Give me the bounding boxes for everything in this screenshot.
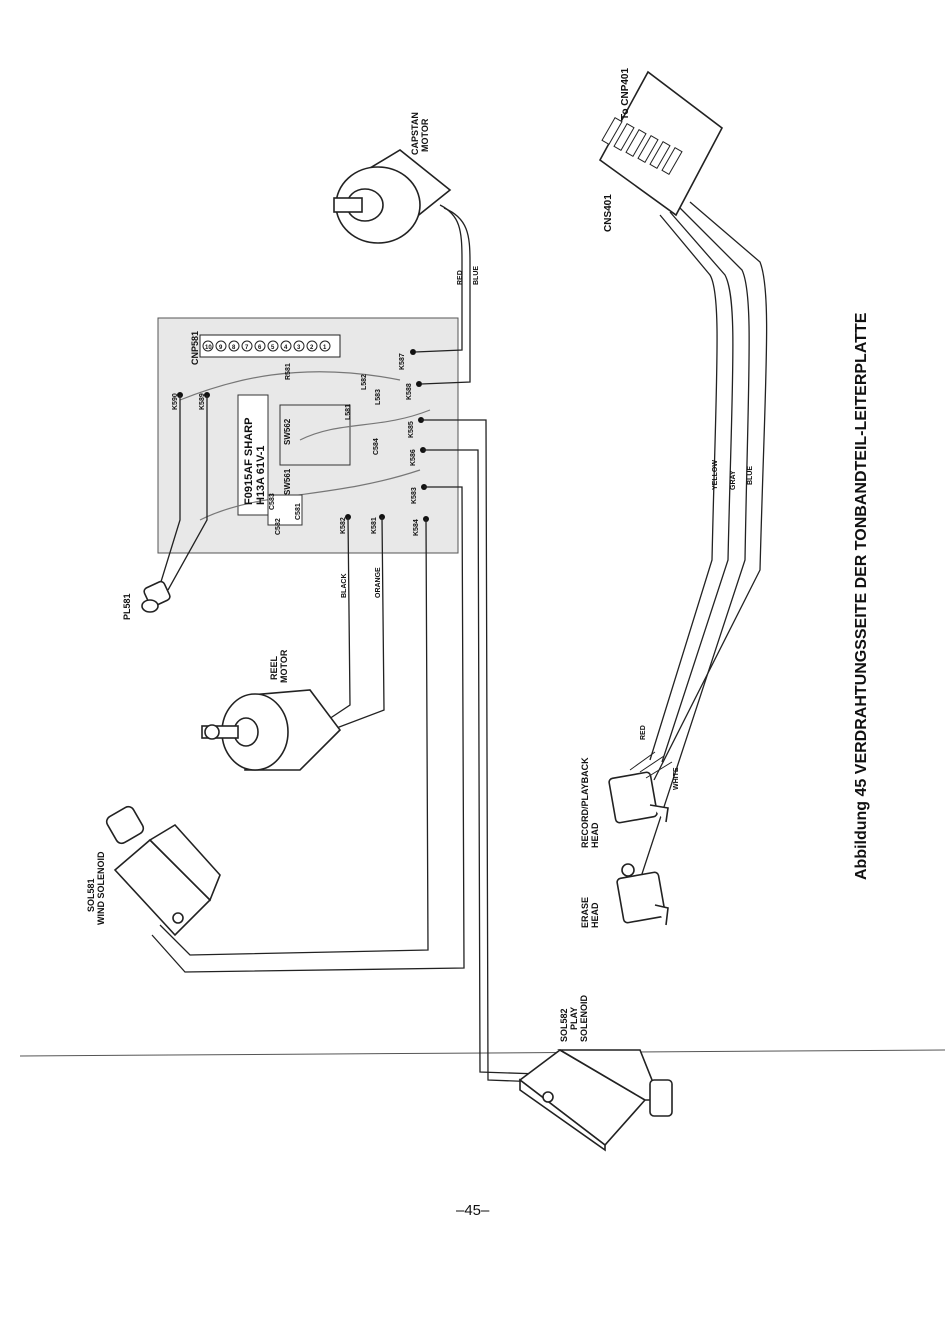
label-sol582: SOL582 [559,1008,569,1042]
pin-1: 1 [323,345,327,351]
ref-r581: R581 [285,363,292,380]
pin-8: 8 [232,345,236,351]
wire-label-blue: BLUE [473,266,480,285]
capacitor-block [267,494,303,526]
terminal-k583: K583 [411,487,418,504]
terminal-k590: K590 [172,393,179,410]
ref-c582: C582 [275,518,282,535]
pcb-board [157,317,459,554]
label-pl581: PL581 [122,593,132,620]
ref-c581: C581 [295,503,302,520]
label-capstan: CAPSTAN [410,112,420,155]
record-playback-head [608,751,673,824]
cns401-connector [598,70,724,217]
wire-label-red: RED [457,270,464,285]
capstan-motor [333,149,452,244]
fold-line [19,1049,946,1057]
terminal-k586: K586 [410,449,417,466]
label-erase-head: HEAD [590,902,600,928]
pin-4: 4 [284,345,288,351]
label-pcb-marking-1: F0915AF SHARP [243,418,255,505]
ref-c583: C583 [269,493,276,510]
label-capstan-motor: MOTOR [420,118,430,152]
ref-l583: L583 [375,389,382,405]
lamp-pl581 [141,580,171,613]
wire-label-yellow: YELLOW [712,460,719,490]
wire-label-gray: GRAY [730,470,737,490]
label-reel: REEL [269,655,279,680]
ref-l582: L582 [361,374,368,390]
wind-solenoid-sol581 [105,805,221,937]
wire-label-red-2: RED [640,725,647,740]
ref-l581: L581 [345,404,352,420]
terminal-k589: K589 [199,393,206,410]
switch-area [279,404,351,466]
label-cnp581: CNP581 [190,331,200,365]
label-play: PLAY [569,1007,579,1030]
ref-sw562: SW562 [283,418,292,445]
label-rec-head: HEAD [590,822,600,848]
pin-2: 2 [310,345,314,351]
ref-sw561: SW561 [283,468,292,495]
wire-label-white: WHITE [673,767,680,790]
label-play-solenoid: SOLENOID [579,994,589,1042]
caption: Abbildung 45 VERDRAHTUNGSSEITE DER TONBA… [853,312,870,880]
label-record-playback: RECORD/PLAYBACK [580,757,590,848]
label-reel-motor: MOTOR [279,649,289,683]
wire-label-orange: ORANGE [375,567,382,598]
pin-3: 3 [297,345,301,351]
label-pcb-marking-2: H13A 61V-1 [255,445,267,505]
pcb-marking-area [237,394,269,516]
pin-9: 9 [219,345,223,351]
reel-motor [201,689,342,771]
page-number: –45– [456,1202,490,1219]
label-erase: ERASE [580,897,590,928]
terminal-k582: K582 [340,517,347,534]
pin-5: 5 [271,345,275,351]
pin-7: 7 [245,345,249,351]
play-solenoid-sol582 [518,1049,673,1152]
label-to-cnp401: To CNP401 [620,68,631,120]
terminal-k587: K587 [399,353,406,370]
terminal-k584: K584 [413,519,420,536]
pin-10: 10 [205,345,212,351]
ref-c584: C584 [373,438,380,455]
wire-label-blue-2: BLUE [747,466,754,485]
label-cns401: CNS401 [603,194,614,232]
erase-head [616,863,669,926]
terminal-k585: K585 [408,421,415,438]
pin-6: 6 [258,345,262,351]
label-wind-solenoid: WIND SOLENOID [96,851,106,925]
terminal-k581: K581 [371,517,378,534]
label-sol581: SOL581 [86,878,96,912]
wire-label-black: BLACK [341,574,348,599]
terminal-k588: K588 [406,383,413,400]
